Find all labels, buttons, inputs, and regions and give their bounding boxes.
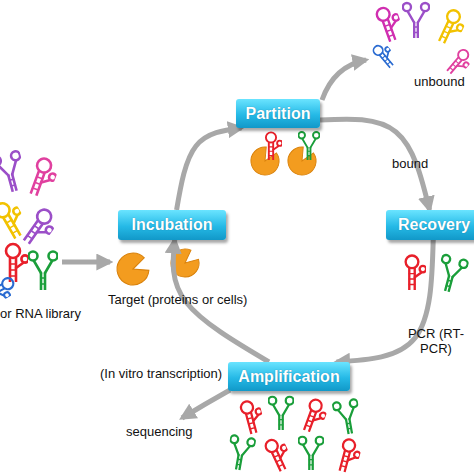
aptamer	[403, 3, 429, 38]
flow-arrow	[177, 128, 242, 210]
edge-label: PCR (RT-PCR)	[404, 326, 468, 356]
flow-arrow	[182, 390, 230, 418]
step-label: Partition	[246, 105, 311, 123]
step-label: Incubation	[132, 216, 213, 234]
process-box: Amplification	[228, 362, 350, 391]
edge-label: (In vitro transcription)	[100, 366, 222, 381]
aptamer	[266, 132, 282, 160]
aptamer	[6, 244, 29, 282]
target-protein	[246, 143, 284, 180]
annotation: Target (proteins or cells)	[108, 292, 247, 307]
aptamer	[225, 435, 255, 472]
aptamer	[29, 252, 58, 291]
aptamer	[298, 437, 323, 470]
edge-label: bound	[392, 156, 428, 171]
aptamer	[336, 438, 363, 474]
target-protein	[113, 249, 152, 289]
aptamer	[240, 398, 267, 435]
aptamer	[298, 132, 319, 160]
aptamer	[264, 435, 296, 473]
aptamer	[21, 207, 61, 251]
aptamer	[0, 276, 19, 307]
flow-arrow	[336, 240, 433, 362]
annotation: or RNA library	[0, 306, 81, 321]
aptamer	[27, 157, 61, 200]
step-label: Amplification	[238, 368, 339, 386]
target-protein	[283, 143, 321, 180]
annotation: unbound	[414, 74, 465, 89]
flow-arrow	[62, 260, 110, 265]
step-label: Recovery	[398, 216, 470, 234]
annotation: sequencing	[126, 424, 193, 439]
aptamer	[406, 255, 427, 290]
process-box: Partition	[236, 99, 320, 128]
aptamer	[0, 196, 32, 240]
aptamer	[0, 150, 29, 195]
aptamer	[301, 398, 331, 436]
aptamer	[268, 397, 293, 430]
aptamer	[436, 8, 469, 48]
process-box: Recovery	[386, 210, 474, 240]
aptamer	[375, 3, 406, 42]
flow-arrow	[320, 119, 430, 210]
flow-arrow	[322, 60, 366, 100]
aptamer	[434, 254, 469, 295]
aptamer	[332, 399, 362, 436]
aptamer	[372, 40, 400, 69]
process-box: Incubation	[118, 210, 226, 240]
